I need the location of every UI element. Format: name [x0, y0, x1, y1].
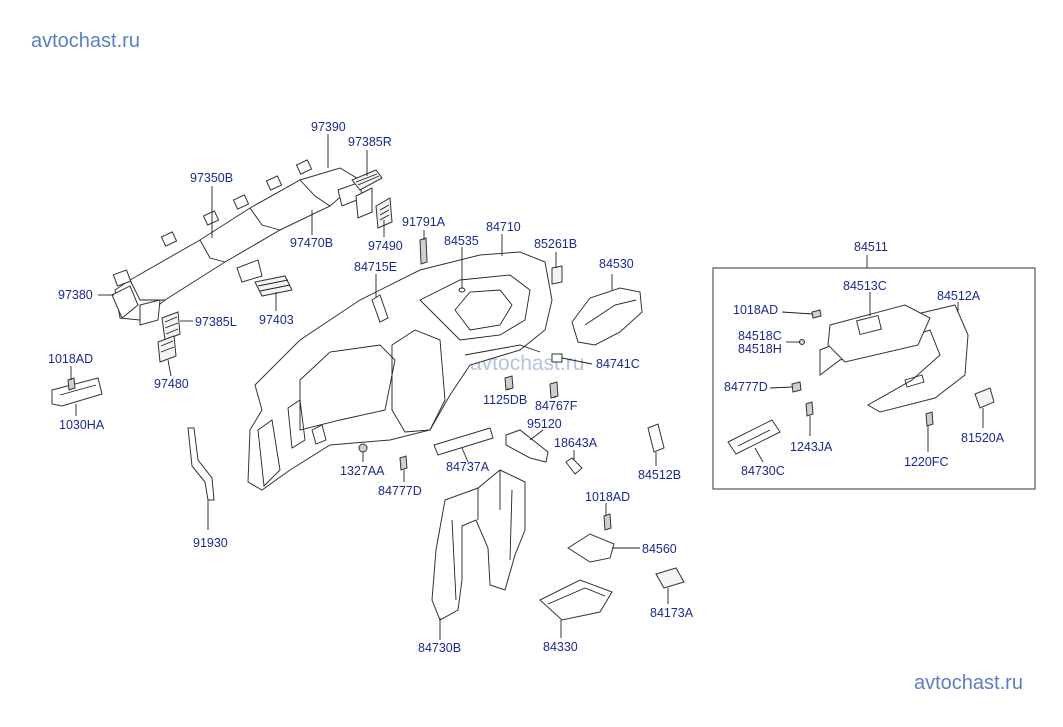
label-84710: 84710	[486, 220, 521, 234]
label-1327AA: 1327AA	[340, 464, 385, 478]
label-84741C: 84741C	[596, 357, 640, 371]
label-97350B: 97350B	[190, 171, 233, 185]
bracket-84730B	[431, 469, 526, 621]
crash-pad-panel	[247, 251, 553, 491]
label-1030HA: 1030HA	[59, 418, 105, 432]
screw-1220FC	[925, 411, 934, 427]
label-84512B: 84512B	[638, 468, 681, 482]
cover-84173A	[655, 567, 685, 589]
label-91791A: 91791A	[402, 215, 446, 229]
screw-84777D-b	[791, 381, 802, 393]
hinge-84512B	[647, 423, 665, 453]
label-85261B	[551, 265, 563, 285]
label-97490: 97490	[368, 239, 403, 253]
label-97470B: 97470B	[290, 236, 333, 250]
label-81520A: 81520A	[961, 431, 1005, 445]
screw-1243JA	[805, 401, 814, 417]
label-97385R: 97385R	[348, 135, 392, 149]
label-84330: 84330	[543, 640, 578, 654]
watermark-top-left: avtochast.ru	[31, 30, 140, 52]
tray-84330	[539, 579, 613, 621]
plug-84741C	[551, 353, 563, 363]
label-95120: 95120	[527, 417, 562, 431]
glove-box-lid	[571, 287, 643, 346]
label-97480: 97480	[154, 377, 189, 391]
screw-84777D-a	[399, 455, 408, 471]
label-91930: 91930	[193, 536, 228, 550]
label-84511: 84511	[854, 240, 888, 254]
label-84530: 84530	[599, 257, 634, 271]
bracket-84737A	[433, 427, 494, 456]
label-84518H: 84518H	[738, 342, 782, 356]
leader-lines	[70, 134, 984, 640]
label-1018AD-b: 1018AD	[585, 490, 630, 504]
bulb-18643A	[565, 457, 583, 475]
clip-84715E	[371, 294, 389, 323]
label-85261B: 85261B	[534, 237, 577, 251]
glove-box-frame	[712, 267, 1036, 490]
bolt-1018AD-c	[811, 309, 822, 319]
part-labels: 97390 97385R 97350B 91791A 84710 84535 8…	[48, 120, 1005, 655]
label-97390: 97390	[311, 120, 346, 134]
label-18643A: 18643A	[554, 436, 598, 450]
bolt-91791A	[419, 237, 428, 265]
screw-84767F	[549, 381, 559, 399]
label-97403: 97403	[259, 313, 294, 327]
label-1125DB: 1125DB	[483, 393, 527, 407]
sensor-95120	[505, 429, 549, 463]
label-84737A: 84737A	[446, 460, 490, 474]
glove-box-84513C	[827, 304, 931, 363]
label-1220FC: 1220FC	[904, 455, 948, 469]
label-84518C: 84518C	[738, 329, 782, 343]
label-84777D-a: 84777D	[378, 484, 422, 498]
label-1018AD-a: 1018AD	[48, 352, 93, 366]
label-84173A: 84173A	[650, 606, 694, 620]
tray-84560	[567, 533, 615, 563]
bracket-91930	[187, 427, 215, 501]
label-1018AD-c: 1018AD	[733, 303, 778, 317]
vent-97480	[157, 335, 177, 363]
label-84535: 84535	[444, 234, 479, 248]
defroster-duct	[111, 159, 373, 326]
label-84730C: 84730C	[741, 464, 785, 478]
label-84730B: 84730B	[418, 641, 461, 655]
bracket-1030HA	[51, 377, 103, 407]
label-84767F: 84767F	[535, 399, 578, 413]
label-97380: 97380	[58, 288, 93, 302]
label-84513C: 84513C	[843, 279, 887, 293]
screw-1125DB	[504, 375, 514, 391]
label-84560: 84560	[642, 542, 677, 556]
bolt-1018AD-b	[603, 513, 612, 531]
lens-81520A	[974, 387, 995, 409]
watermark-bottom-right: avtochast.ru	[914, 672, 1023, 694]
label-84715E: 84715E	[354, 260, 397, 274]
label-1243JA: 1243JA	[790, 440, 833, 454]
label-97385L: 97385L	[195, 315, 237, 329]
label-84777D-b: 84777D	[724, 380, 768, 394]
nut-1327AA	[358, 443, 368, 453]
label-84512A: 84512A	[937, 289, 981, 303]
bolt-1018AD-a	[67, 377, 76, 391]
bracket-84730C	[727, 419, 781, 455]
